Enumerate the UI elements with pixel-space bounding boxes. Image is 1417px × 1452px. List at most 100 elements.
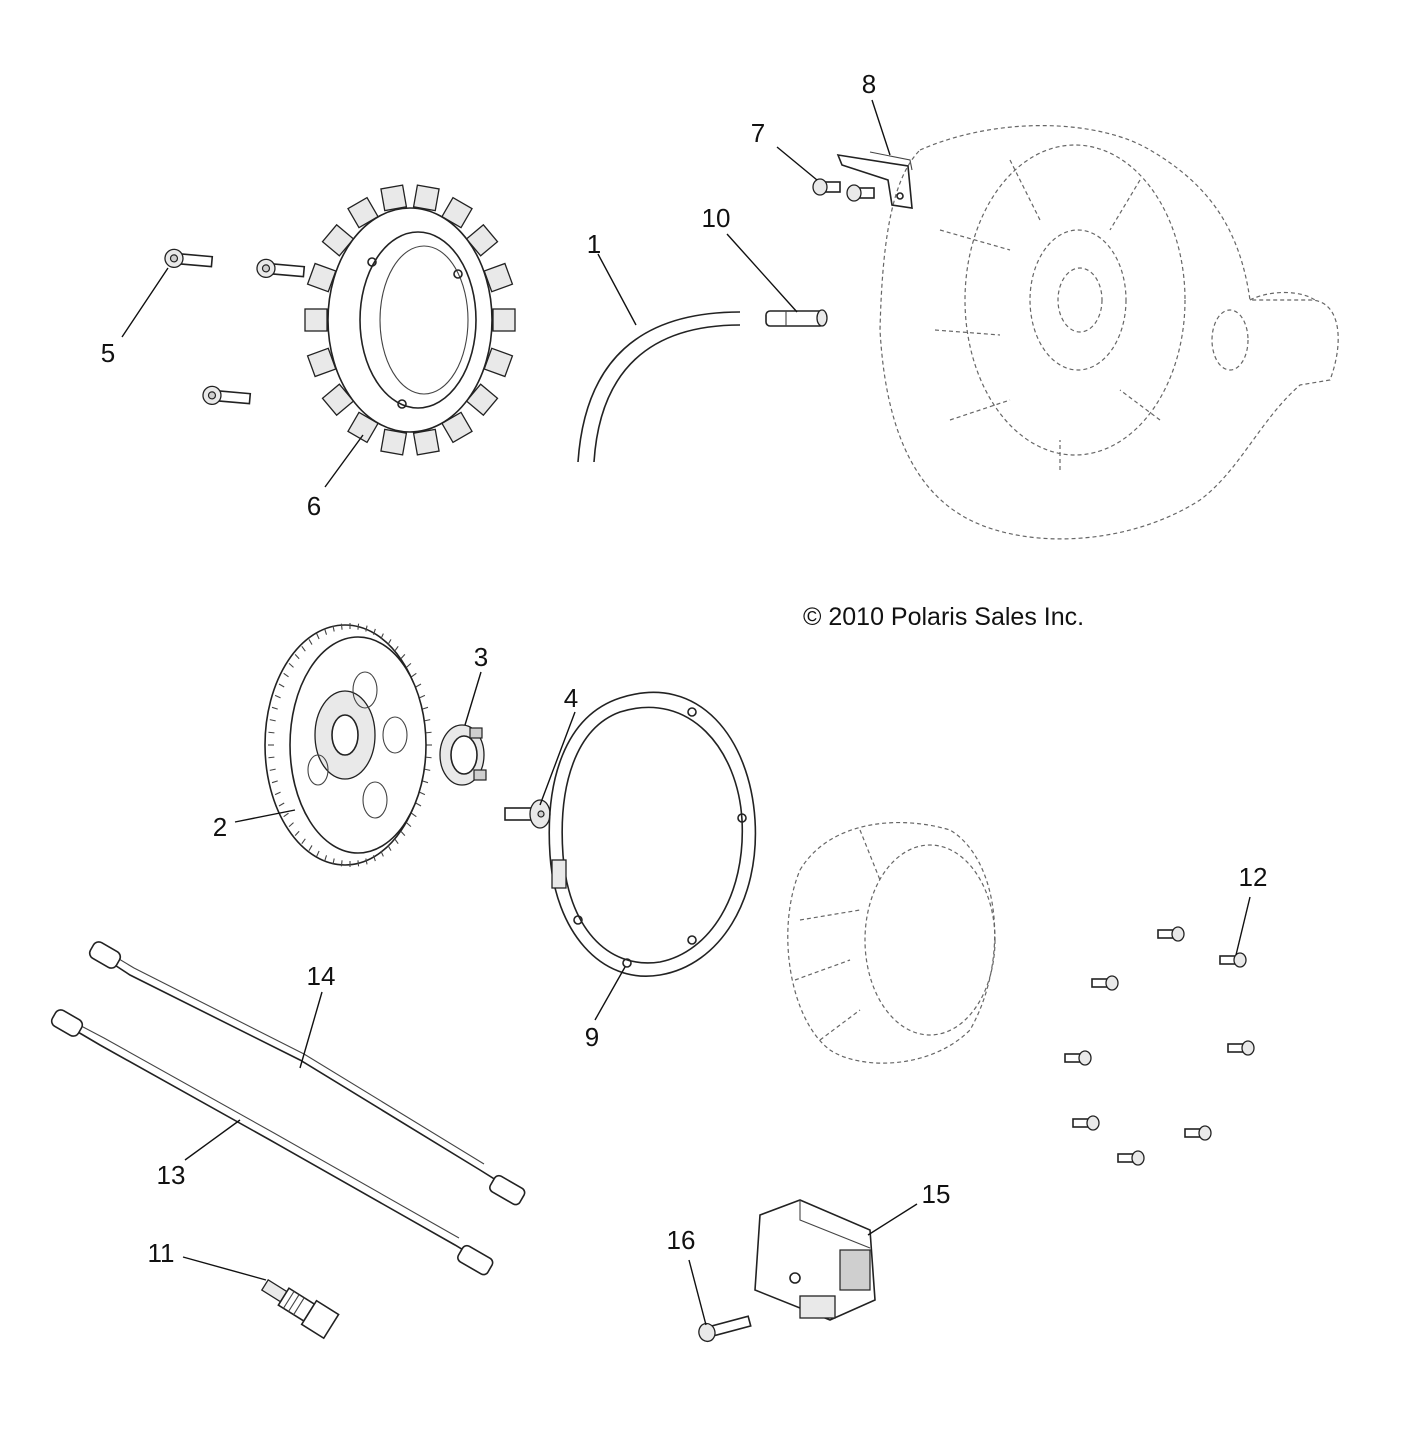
ring-gear-tooth <box>274 791 281 796</box>
part-13-ground-lead <box>50 1009 494 1276</box>
ring-gear-tooth <box>357 860 360 867</box>
ring-gear-tooth <box>380 850 384 857</box>
ring-gear-tooth <box>411 812 417 818</box>
ring-gear-tooth <box>269 719 276 722</box>
ring-gear-tooth <box>415 802 422 807</box>
stator-tooth <box>483 347 514 378</box>
ring-gear-tooth <box>269 768 276 771</box>
callout-5: 5 <box>100 338 116 368</box>
ring-gear-tooth <box>301 645 306 652</box>
stator-tooth <box>492 308 516 332</box>
stator-tooth <box>412 428 440 456</box>
ring-gear-tooth <box>422 780 429 784</box>
callout-16: 16 <box>666 1225 696 1255</box>
ring-gear-tooth <box>365 858 368 865</box>
callout-9: 9 <box>584 1022 600 1052</box>
callout-12: 12 <box>1238 862 1268 892</box>
part-12-cover-bolts <box>1064 926 1255 1166</box>
ring-gear-tooth <box>419 791 426 796</box>
ring-gear-tooth <box>283 672 289 678</box>
stator-tooth <box>380 428 408 456</box>
ring-gear-tooth <box>422 706 429 710</box>
callout-11: 11 <box>147 1238 175 1268</box>
cover-bolt <box>1227 1040 1255 1056</box>
ring-gear-tooth <box>425 731 432 734</box>
ring-gear-tooth <box>324 628 328 635</box>
cover-bolt <box>1117 1150 1145 1166</box>
magneto-cover-phantom <box>787 822 996 1064</box>
ring-gear-tooth <box>316 633 320 640</box>
copyright-notice: © 2010 Polaris Sales Inc. <box>803 603 1085 631</box>
ring-gear-tooth <box>387 845 392 851</box>
part-10-sleeve <box>765 309 828 327</box>
ring-gear-tooth <box>357 623 360 630</box>
ring-gear-tooth <box>415 683 422 688</box>
ring-gear-tooth <box>316 850 320 857</box>
stator-tooth <box>465 223 499 257</box>
ring-gear-tooth <box>400 653 406 660</box>
ring-gear-tooth <box>308 639 313 645</box>
part-4-flywheel-bolt <box>504 799 551 829</box>
part-7-screws <box>812 178 875 202</box>
stator-tooth <box>412 184 440 212</box>
leader-lines <box>121 99 1251 1326</box>
ring-gear-tooth <box>268 756 275 759</box>
ring-gear-tooth <box>294 653 300 660</box>
stator-tooth <box>347 411 379 444</box>
callout-13: 13 <box>156 1160 186 1190</box>
callout-14: 14 <box>306 961 336 991</box>
ring-gear-tooth <box>268 731 275 734</box>
stator-tooth <box>306 347 337 378</box>
ring-gear-tooth <box>424 768 431 771</box>
cover-bolt <box>1219 952 1247 968</box>
part-6-stator <box>304 184 516 456</box>
ring-gear-tooth <box>308 845 313 851</box>
cover-bolt <box>1157 926 1185 942</box>
ring-gear-tooth <box>406 662 412 668</box>
part-9-gasket <box>548 691 757 977</box>
part-5-stator-bolts <box>164 248 306 405</box>
part-15-module <box>754 1199 876 1321</box>
stator-tooth <box>304 308 328 332</box>
ring-gear-tooth <box>372 855 376 862</box>
cover-bolt <box>1091 975 1119 991</box>
stator-tooth <box>321 383 355 417</box>
callout-3: 3 <box>473 642 489 672</box>
part-14-ground-lead <box>88 941 526 1206</box>
ring-gear-tooth <box>400 830 406 837</box>
ring-gear-tooth <box>387 639 392 645</box>
callout-2: 2 <box>212 812 228 842</box>
part-11-spark-plug <box>260 1279 340 1340</box>
ring-gear-tooth <box>340 860 343 867</box>
part-16-module-bolt <box>698 1315 752 1343</box>
stator-tooth <box>347 196 379 229</box>
part-1-wire <box>577 311 741 463</box>
engine-housing-phantom <box>879 125 1339 540</box>
ring-gear-tooth <box>278 683 285 688</box>
callout-15: 15 <box>921 1179 951 1209</box>
stator-tooth <box>441 411 473 444</box>
ring-gear-tooth <box>274 694 281 699</box>
ring-gear-tooth <box>332 858 335 865</box>
ring-gear-tooth <box>419 694 426 699</box>
part-3-hub <box>439 724 487 786</box>
ring-gear-tooth <box>324 855 328 862</box>
callout-10: 10 <box>701 203 731 233</box>
ring-gear-tooth <box>340 623 343 630</box>
ring-gear-tooth <box>271 780 278 784</box>
stator-tooth <box>306 262 337 293</box>
ring-gear-tooth <box>394 838 399 845</box>
callout-7: 7 <box>750 118 766 148</box>
ring-gear-tooth <box>372 628 376 635</box>
ring-gear-tooth <box>411 672 417 678</box>
stator-tooth <box>441 196 473 229</box>
ring-gear-tooth <box>424 719 431 722</box>
stator-tooth <box>321 223 355 257</box>
ring-gear-tooth <box>301 838 306 845</box>
callout-4: 4 <box>563 683 579 713</box>
ring-gear-tooth <box>294 830 300 837</box>
ring-gear-tooth <box>406 822 412 828</box>
callout-6: 6 <box>306 491 322 521</box>
